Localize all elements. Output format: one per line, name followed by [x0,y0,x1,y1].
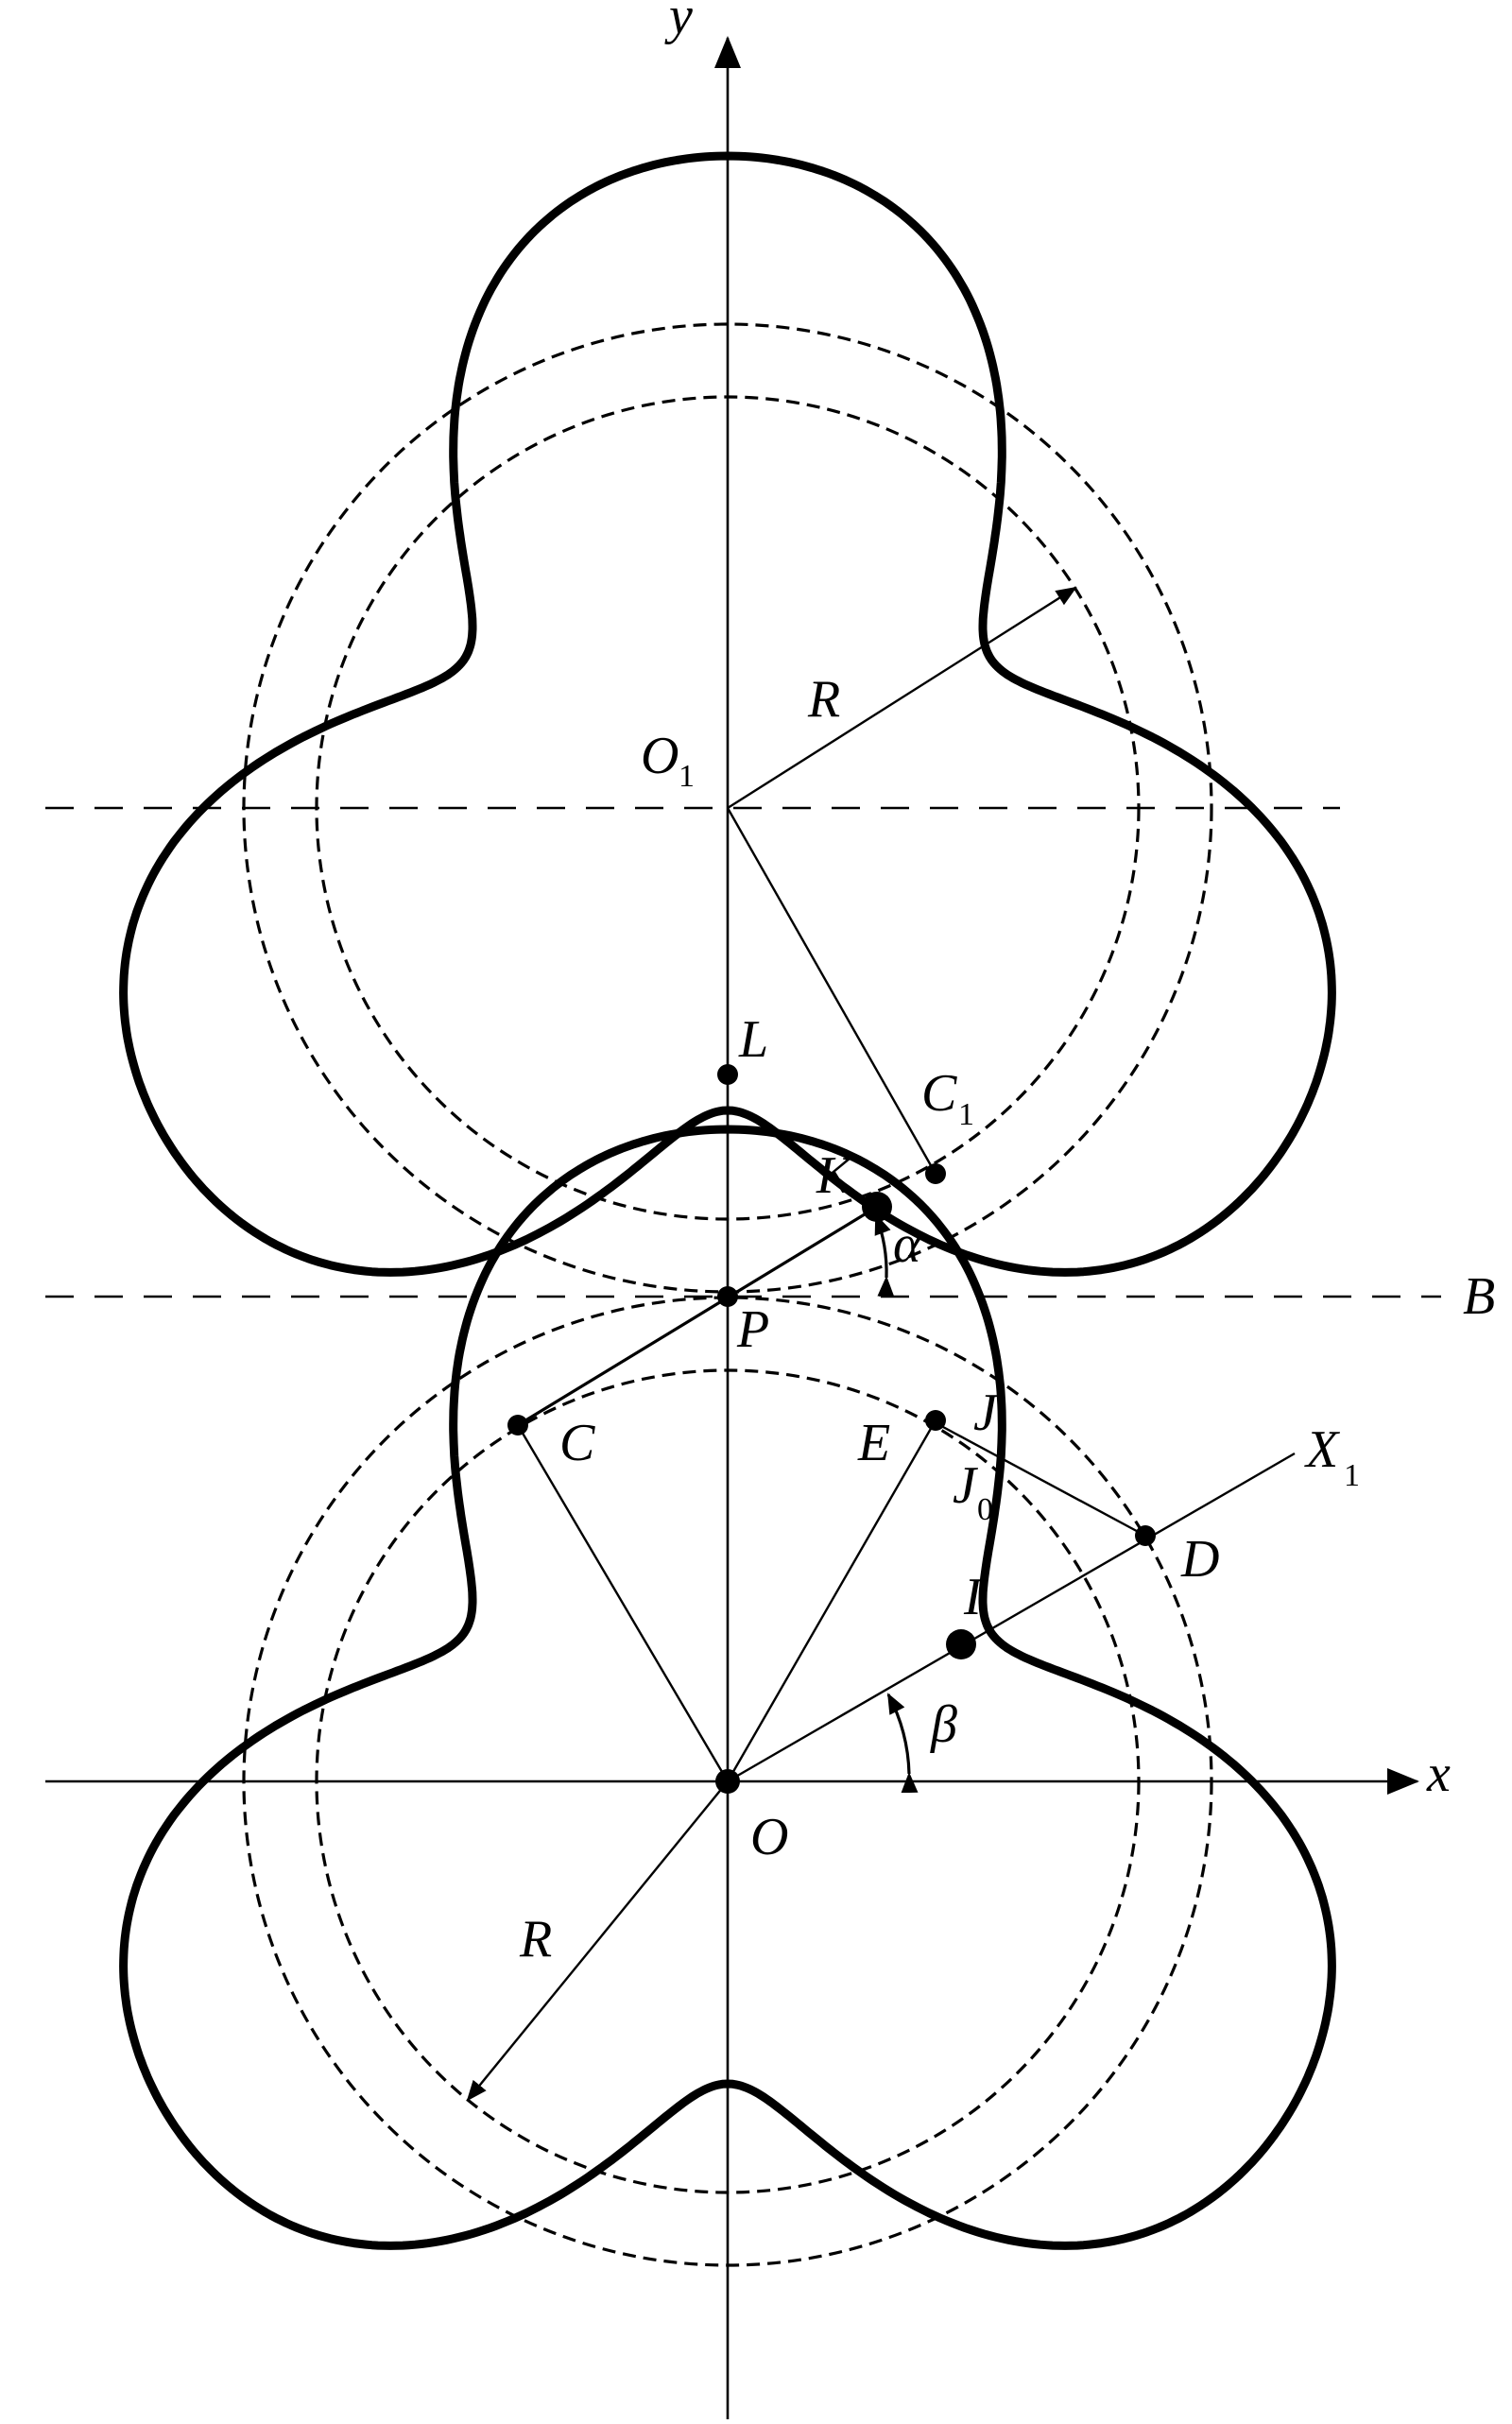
line-o-x1 [727,1452,1296,1783]
pitch-circle-outer-bottom [242,1296,1213,2267]
point-i [946,1629,976,1659]
point-k [862,1192,892,1222]
label-e: E [857,1414,890,1472]
line-o-e [726,1419,937,1782]
label-c1-sub: 1 [958,1097,974,1132]
label-c: C [559,1414,595,1472]
label-o1: O [641,727,679,785]
label-b: B [1463,1267,1495,1326]
label-alpha: α [893,1215,922,1274]
label-beta: β [930,1695,957,1754]
beta-arc [886,1693,919,1794]
line-o-c [516,1424,730,1782]
rotor-profile-top [119,151,1336,1277]
label-x1-sub: 1 [1344,1458,1360,1493]
rotor-profile-bottom [119,1125,1336,2250]
label-j0-sub: 0 [977,1492,993,1527]
label-c1: C [921,1064,957,1123]
line-j-d [942,1425,1146,1538]
pitch-circle-inner-top [315,395,1141,1221]
label-k: K [816,1146,854,1205]
label-j: J [973,1384,1000,1442]
label-l: L [738,1010,768,1069]
label-j0: J [953,1456,979,1515]
label-o1-sub: 1 [679,759,695,794]
label-y: y [664,0,693,45]
label-i: I [963,1568,984,1626]
label-p: P [736,1300,769,1359]
point-l [717,1064,738,1085]
radius-line-top [727,586,1077,810]
point-o [715,1769,740,1794]
point-c1 [925,1163,946,1184]
point-c [507,1415,528,1435]
radius-line-bottom [466,1780,729,2102]
label-x: x [1426,1745,1451,1803]
label-x1: X [1304,1420,1341,1479]
pitch-circle-inner-bottom [315,1368,1141,2194]
line-o1-c1 [726,807,937,1175]
label-r-bottom: R [519,1910,552,1968]
label-o: O [750,1808,788,1866]
line-c-k [517,1205,878,1427]
point-p [717,1286,738,1307]
point-e [925,1410,946,1431]
point-d [1135,1525,1156,1546]
label-r-top: R [807,670,840,729]
label-d: D [1180,1530,1219,1589]
